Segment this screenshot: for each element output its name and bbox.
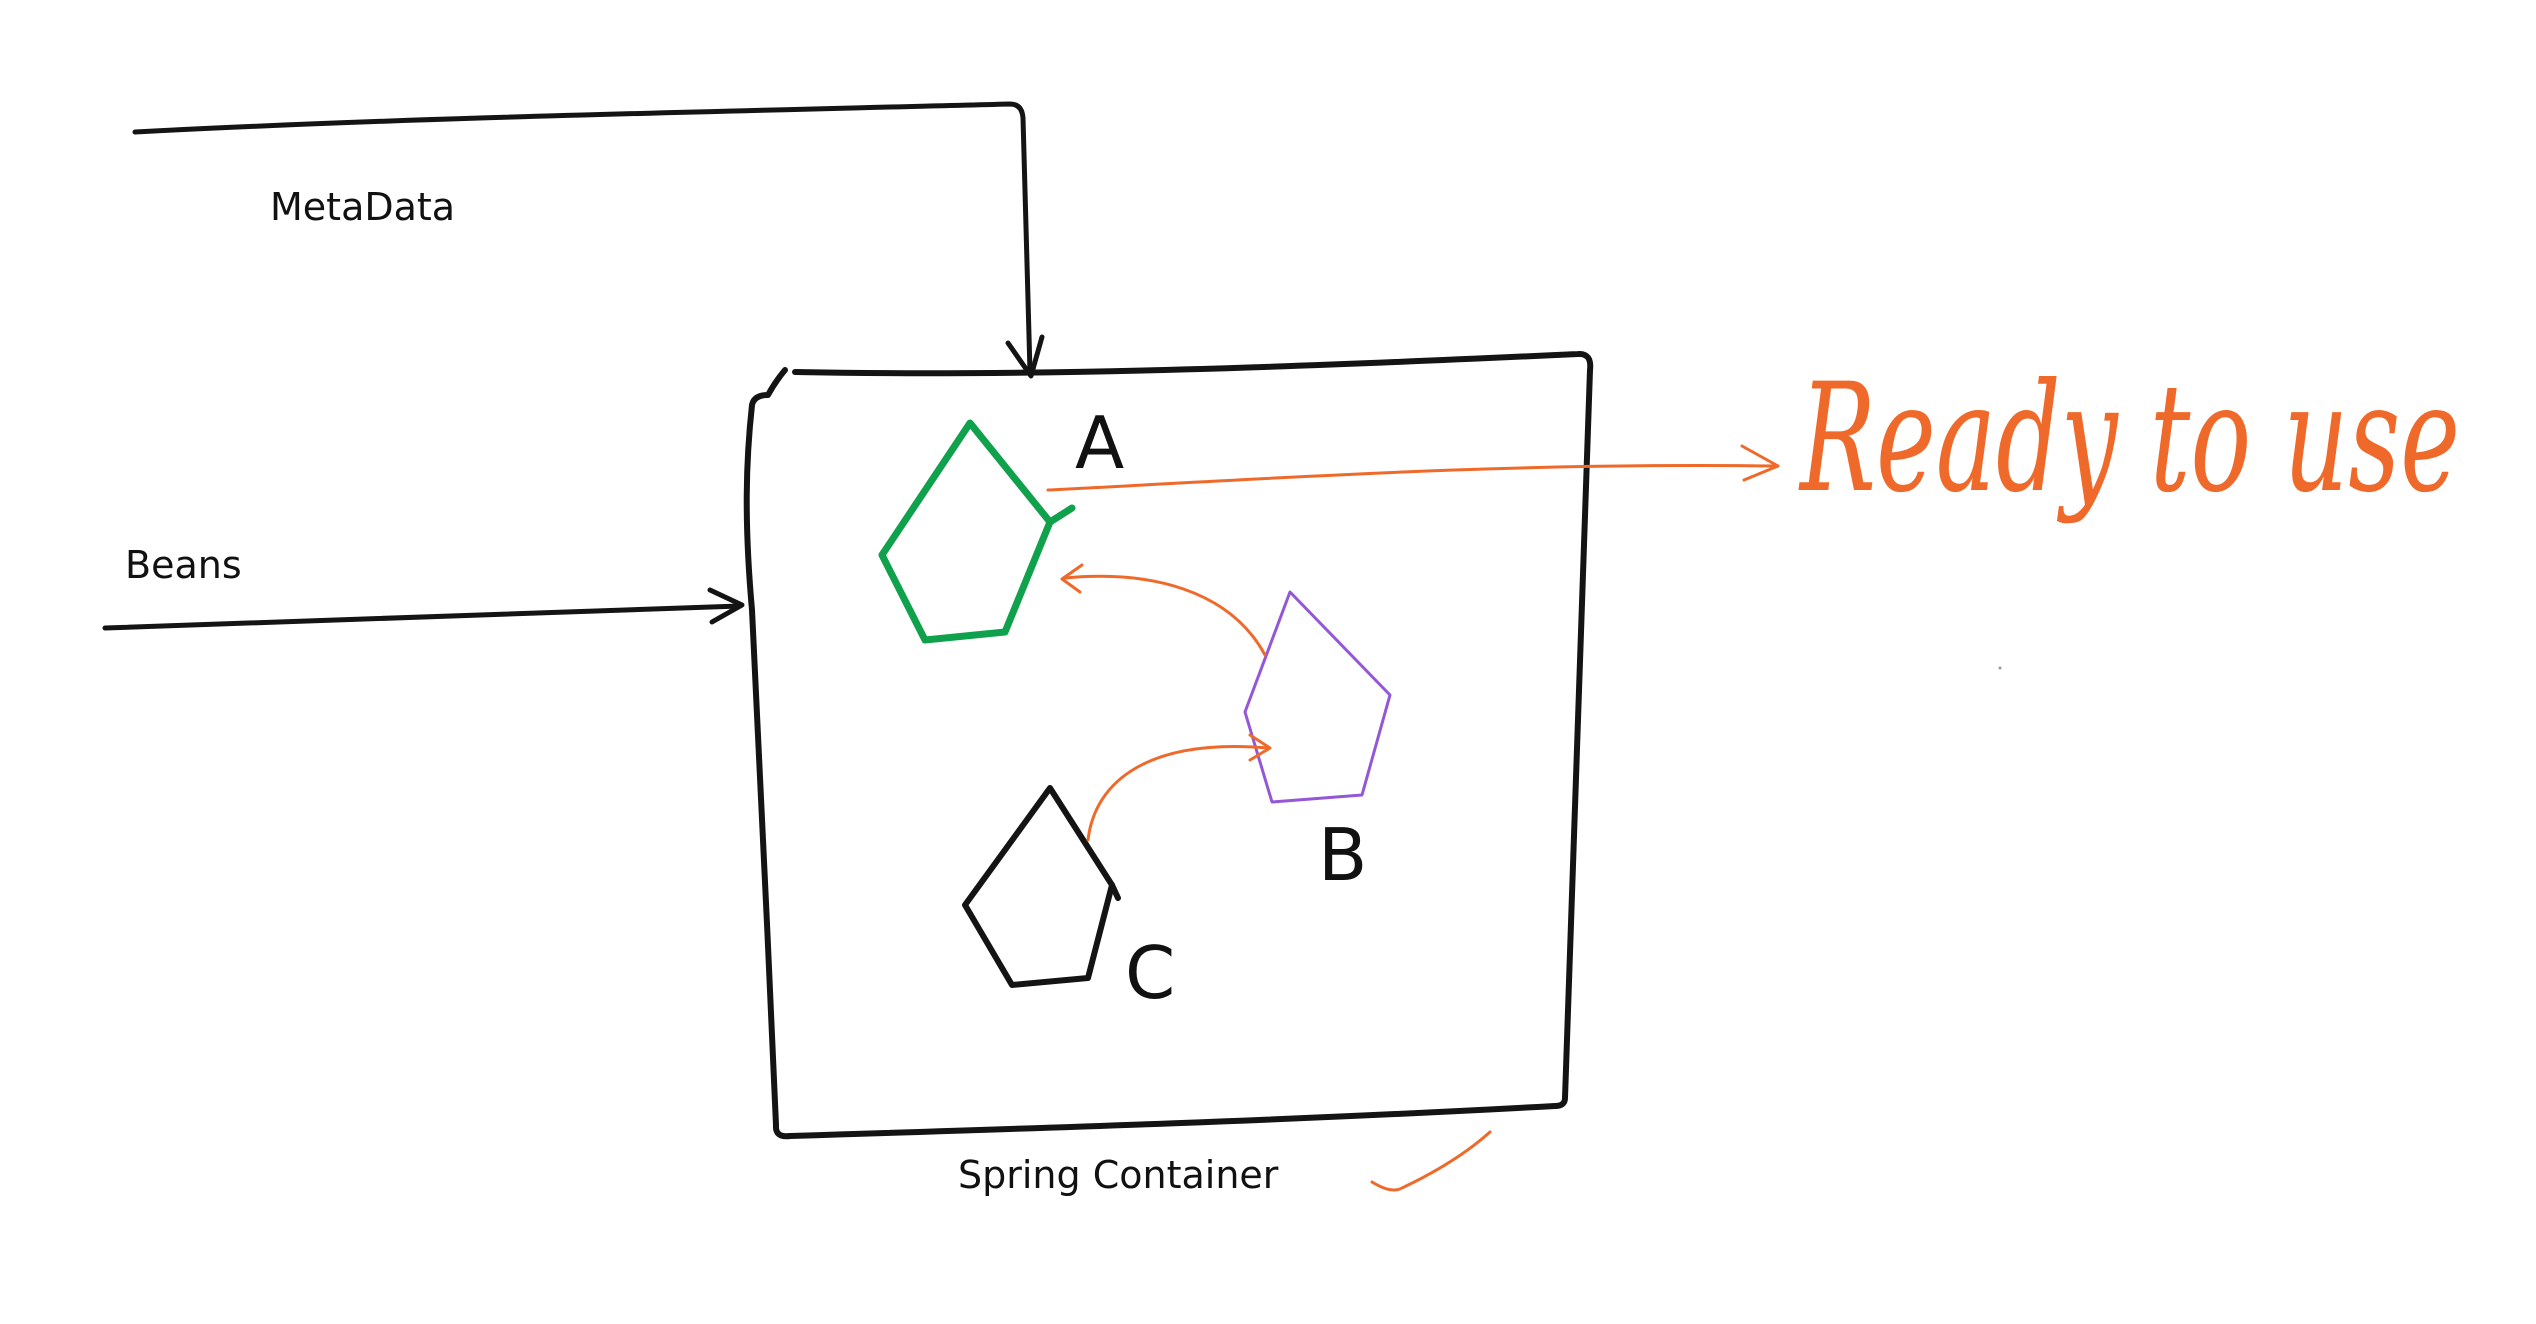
beans-arrow [102,587,745,631]
beans-label: Beans [125,543,242,587]
bean-b-shape [1243,590,1392,804]
bean-a-label: A [1075,401,1124,485]
bean-c-stroke [1109,882,1121,901]
spring-container-box [743,350,1594,1140]
checkmark-icon [1370,1130,1492,1192]
stray-dot [1998,666,2002,670]
dependency-c-to-b-arrow [1086,733,1272,842]
ready-arrow [1046,444,1780,492]
metadata-label: MetaData [270,185,455,229]
ready-to-use-annotation: Ready to use [1798,352,2460,526]
bean-a-stroke [1046,504,1076,526]
container-label: Spring Container [958,1153,1279,1197]
bean-a-shape [878,419,1054,644]
bean-c-shape [962,785,1115,988]
metadata-arrow [132,101,1045,379]
bean-c-label: C [1125,931,1175,1015]
bean-b-label: B [1318,813,1367,897]
dependency-b-to-a-arrow [1060,563,1267,657]
